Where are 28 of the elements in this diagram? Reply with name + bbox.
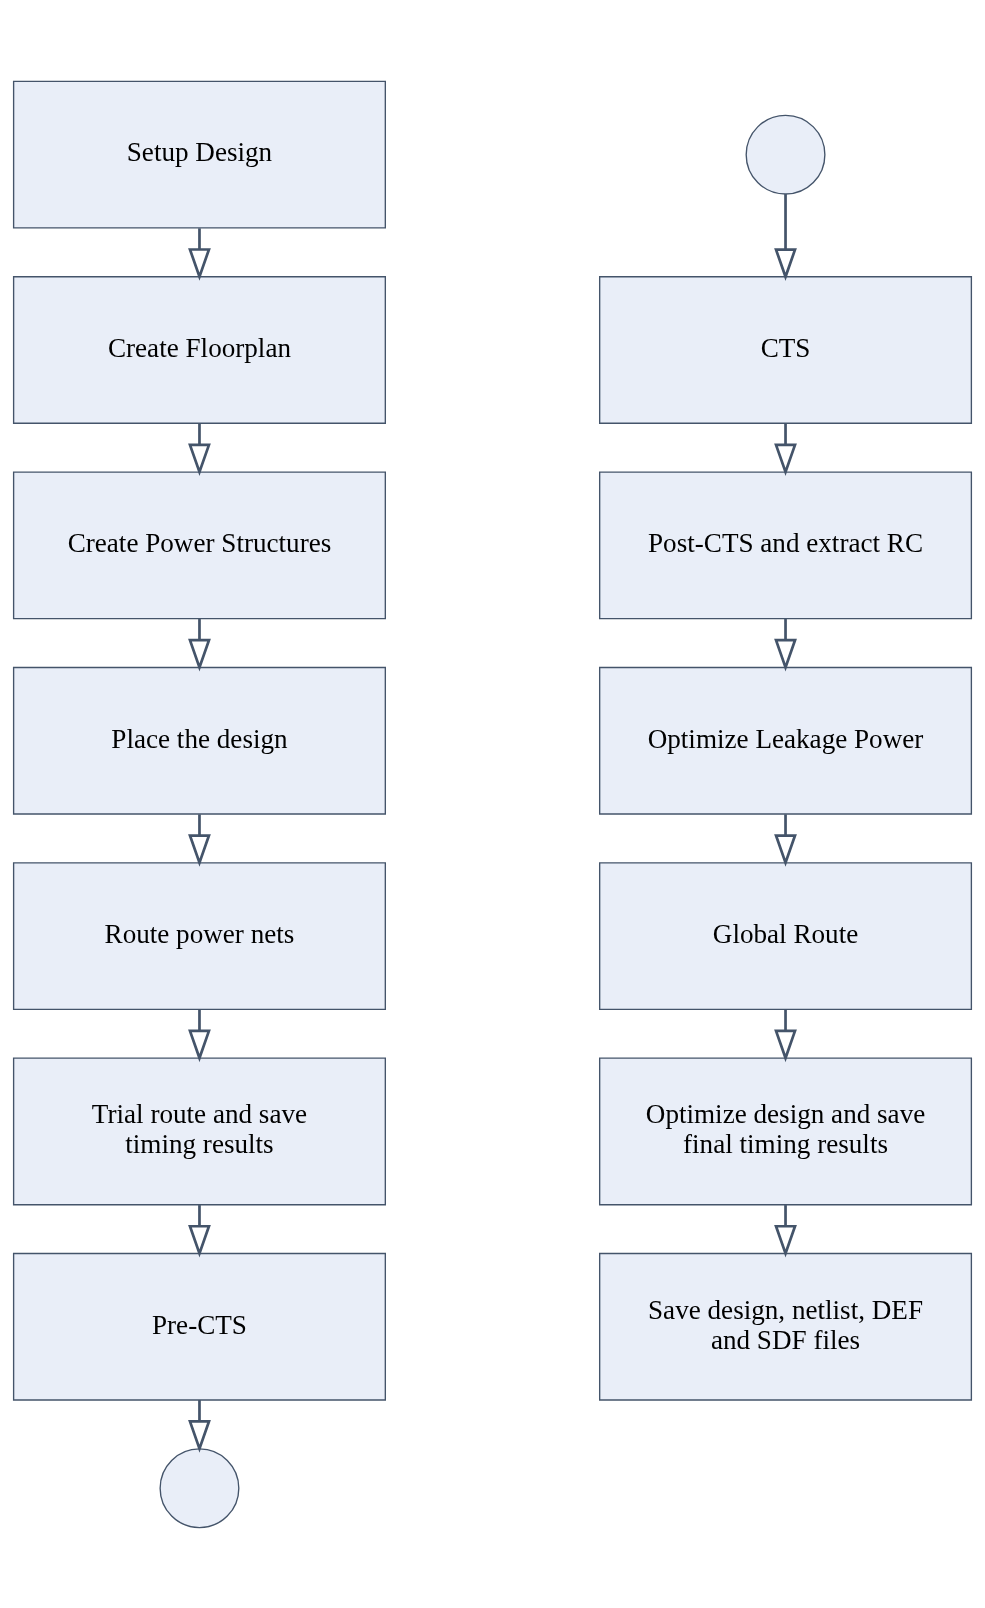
- node-box: Post-CTS and extract RC: [599, 470, 973, 619]
- node-box: Trial route and save timing results: [12, 1057, 386, 1205]
- node-box: Place the design: [12, 666, 386, 815]
- arrow: [188, 813, 211, 867]
- arrow: [188, 1009, 211, 1062]
- arrow: [188, 1204, 211, 1257]
- arrow: [188, 227, 211, 281]
- arrow: [188, 618, 211, 671]
- node-box: CTS: [599, 275, 973, 424]
- node-box: Create Floorplan: [12, 275, 386, 424]
- node-box: Optimize Leakage Power: [599, 666, 973, 815]
- arrow: [188, 1399, 211, 1453]
- node-box: Setup Design: [12, 80, 386, 229]
- node-box: Create Power Structures: [12, 470, 386, 619]
- arrow: [774, 813, 797, 867]
- arrow: [774, 193, 797, 281]
- node-box: Pre-CTS: [12, 1252, 386, 1401]
- node-circle: [745, 114, 826, 195]
- node-box: Optimize design and save final timing results: [599, 1057, 973, 1205]
- node-box: Route power nets: [12, 861, 386, 1010]
- arrow: [188, 423, 211, 476]
- arrow: [774, 1009, 797, 1062]
- node-box: Global Route: [599, 861, 973, 1010]
- node-circle: [159, 1447, 240, 1528]
- arrow: [774, 618, 797, 671]
- arrow: [774, 423, 797, 476]
- arrow: [774, 1204, 797, 1257]
- node-box: Save design, netlist, DEF and SDF files: [599, 1252, 973, 1401]
